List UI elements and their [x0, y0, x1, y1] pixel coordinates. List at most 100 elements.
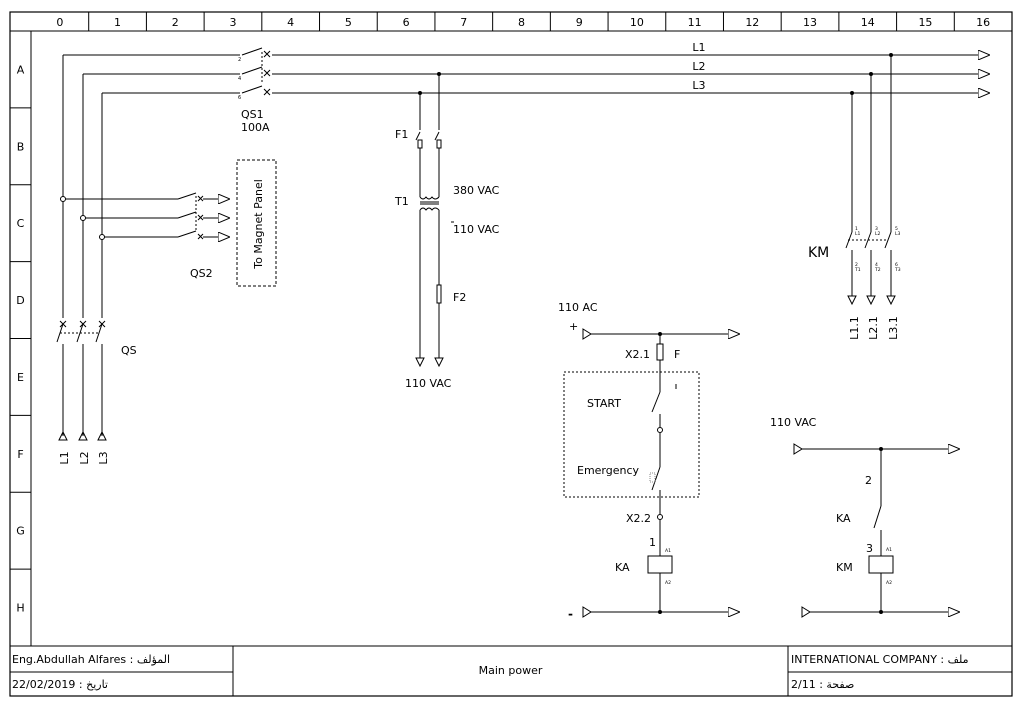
km-pin: 6 — [895, 262, 898, 268]
transformer-output-label: 110 VAC — [405, 377, 452, 390]
company-field: INTERNATIONAL COMPANY : ملف — [791, 653, 969, 666]
plus-sign: + — [569, 320, 578, 333]
grid-column-label: 6 — [403, 16, 410, 29]
grid-column-label: 1 — [114, 16, 121, 29]
km-pin: 2 — [855, 262, 858, 268]
author-field: Eng.Abdullah Alfares : المؤلف — [12, 653, 171, 666]
busbar-label-l2: L2 — [692, 60, 705, 73]
km-pin: 5 — [895, 226, 898, 232]
qs1-pin: 2 — [238, 57, 241, 63]
magnet-panel-box — [236, 159, 277, 287]
drawing-title: Main power — [478, 664, 543, 677]
km-control-circuit — [793, 443, 960, 618]
t1-label: T1 — [394, 195, 409, 208]
km-pin: 1 — [855, 226, 858, 232]
qs2-tap-nodes — [60, 196, 105, 240]
km-pin: L3 — [895, 231, 901, 237]
right-supply-label: 110 VAC — [770, 416, 817, 429]
km-pin: L1 — [855, 231, 861, 237]
grid-column-label: 10 — [630, 16, 644, 29]
sheet-frame — [9, 11, 1013, 697]
emergency-label: Emergency — [577, 464, 640, 477]
terminal-x22-label: X2.2 — [626, 512, 651, 525]
f1-label: F1 — [395, 128, 408, 141]
ka-coil-label: KA — [615, 561, 630, 574]
grid-row-label: C — [17, 217, 25, 230]
primary-voltage-label: 380 VAC — [453, 184, 500, 197]
busbar-label-l3: L3 — [692, 79, 705, 92]
coil-a1-pin: A1 — [665, 548, 671, 554]
busbar-label-l1: L1 — [692, 41, 705, 54]
grid-row-label: E — [17, 371, 24, 384]
ka-contact-number: 2 — [865, 474, 872, 487]
output-label-l2-1: L2.1 — [867, 316, 880, 340]
grid-column-label: 11 — [688, 16, 702, 29]
grid-column-label: 13 — [803, 16, 817, 29]
km-pin: T3 — [894, 267, 901, 273]
terminal-x21-label: X2.1 — [625, 348, 650, 361]
grid-column-label: 15 — [918, 16, 932, 29]
output-label-l1-1: L1.1 — [848, 316, 861, 340]
grid-column-label: 16 — [976, 16, 990, 29]
coil-a2-pin: A2 — [665, 580, 671, 586]
qs1-rating: 100A — [241, 121, 270, 134]
km-coil-label: KM — [836, 561, 853, 574]
input-label-l1: L1 — [58, 451, 71, 464]
grid-row-label: H — [16, 602, 24, 615]
grid-column-label: 3 — [229, 16, 236, 29]
qs2-switch — [63, 192, 230, 239]
qs-label: QS — [121, 344, 137, 357]
grid-row-label: D — [16, 294, 24, 307]
qs1-pin: 6 — [238, 95, 241, 101]
grid-column-label: 5 — [345, 16, 352, 29]
input-label-l2: L2 — [78, 451, 91, 464]
control-circuit — [582, 328, 740, 618]
grid-column-label: 8 — [518, 16, 525, 29]
grid-column-label: 14 — [861, 16, 875, 29]
input-label-l3: L3 — [97, 451, 110, 464]
grid-column-label: 4 — [287, 16, 294, 29]
date-field: 22/02/2019 : تاريخ — [12, 678, 108, 691]
km-main-label: KM — [808, 245, 829, 261]
transformer-branch — [415, 74, 444, 368]
coil-a1-pin: A1 — [886, 547, 892, 553]
page-field: 2/11 : صفحة — [791, 678, 855, 691]
grid-row-label: B — [17, 140, 25, 153]
qs1-pin: 4 — [238, 76, 241, 82]
coil-a2-pin: A2 — [886, 580, 892, 586]
magnet-panel-label: To Magnet Panel — [252, 179, 265, 270]
grid-column-label: 12 — [745, 16, 759, 29]
qs2-label: QS2 — [190, 267, 213, 280]
qs1-label: QS1 — [241, 108, 264, 121]
km-main-contactor — [845, 55, 896, 306]
emergency-stop-button — [649, 472, 656, 483]
km-pin: 4 — [875, 262, 878, 268]
qs-switch — [56, 320, 107, 441]
ka-contact-label: KA — [836, 512, 851, 525]
km-pin: 3 — [875, 226, 878, 232]
grid-column-label: 9 — [576, 16, 583, 29]
control-supply-label: 110 AC — [558, 301, 598, 314]
secondary-voltage-label: 110 VAC — [453, 223, 500, 236]
start-label: START — [587, 397, 621, 410]
km-pin: T1 — [854, 267, 861, 273]
grid-column-label: 7 — [460, 16, 467, 29]
control-panel-box — [563, 371, 700, 498]
f2-label: F2 — [453, 291, 466, 304]
grid-column-label: 2 — [172, 16, 179, 29]
output-label-l3-1: L3.1 — [887, 316, 900, 340]
km-coil-number: 3 — [866, 542, 873, 555]
km-pin: L2 — [875, 231, 881, 237]
grid-column-label: 0 — [56, 16, 63, 29]
fuse-f-label: F — [674, 348, 680, 361]
ka-coil-number: 1 — [649, 536, 656, 549]
grid-row-label: A — [17, 63, 25, 76]
km-pin: T2 — [874, 267, 881, 273]
busbar-labels: L1 L2 L3 — [692, 41, 705, 92]
title-block-frame — [10, 646, 1012, 696]
qs1-switch — [241, 47, 271, 96]
grid-row-label: F — [17, 448, 23, 461]
grid-row-label: G — [16, 525, 25, 538]
minus-sign: - — [568, 607, 573, 621]
main-busbars — [62, 55, 990, 318]
